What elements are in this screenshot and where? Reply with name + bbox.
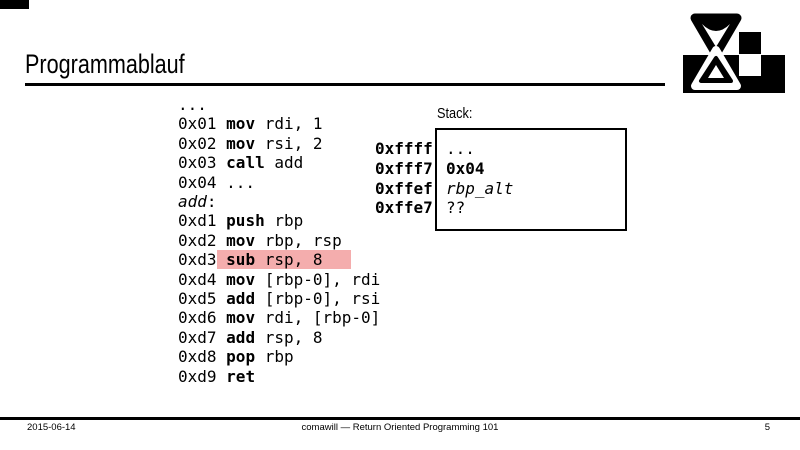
code-token: 0x02 (178, 133, 227, 153)
code-token: [rbp-0], rdi (255, 269, 381, 289)
stack-row: 0xffef rbp_alt (375, 179, 513, 199)
code-token: push (226, 211, 265, 231)
code-token: call (226, 153, 265, 173)
code-token: 0x01 (178, 114, 227, 134)
logo-hourglass (690, 13, 742, 90)
code-token: 0x03 (178, 153, 227, 173)
code-token: ret (226, 366, 256, 386)
code-token: add (178, 192, 207, 212)
code-token: rbp, rsp (255, 230, 342, 250)
title-underline (25, 83, 665, 86)
code-token: 0xd4 (178, 269, 227, 289)
code-line: 0x01 mov rdi, 1 (178, 114, 380, 133)
code-line: 0x02 mov rsi, 2 (178, 134, 380, 153)
code-token: add (264, 153, 304, 173)
code-token: ... (178, 95, 207, 114)
code-line: 0xd8 pop rbp (178, 347, 380, 366)
stack-box (435, 128, 627, 231)
footer-author-title: comawill — Return Oriented Programming 1… (301, 422, 499, 433)
code-token: rdi, 1 (255, 114, 323, 134)
code-line: 0xd5 add [rbp-0], rsi (178, 289, 380, 308)
code-token: 0xd8 (178, 347, 227, 367)
code-line: 0xd6 mov rdi, [rbp-0] (178, 308, 380, 327)
code-line: 0xd3 sub rsp, 8 (178, 250, 380, 270)
footer-date: 2015-06-14 (27, 422, 76, 433)
stack-value: 0x04 (446, 158, 485, 178)
stack-value: ... (446, 139, 475, 158)
code-token: pop (226, 347, 256, 367)
code-line: 0xd1 push rbp (178, 211, 380, 230)
code-token: add (226, 289, 256, 309)
code-token: rsi, 2 (255, 133, 323, 153)
code-token: 0xd6 (178, 308, 227, 328)
code-line: 0x03 call add (178, 153, 380, 172)
code-token: : (206, 192, 217, 212)
code-line: add: (178, 192, 380, 211)
code-token: 0xd9 (178, 366, 227, 386)
code-token: 0xd1 (178, 211, 227, 231)
code-line: ... (178, 95, 380, 114)
code-token: 0xd7 (178, 327, 227, 347)
footer-page-number: 5 (764, 422, 770, 433)
logo-checker-black-square (739, 32, 761, 54)
stack-value: ?? (446, 198, 466, 218)
code-token: rsp, 8 (255, 327, 323, 347)
hourglass-pixel-logo-icon (683, 13, 785, 93)
stack-address: 0xffff (375, 139, 433, 158)
code-token: rbp (264, 211, 304, 231)
code-token: rdi, [rbp-0] (255, 308, 381, 328)
code-token: mov (226, 308, 256, 328)
stack-row: 0xffe7?? (375, 198, 513, 218)
code-token: add (226, 327, 256, 347)
code-line: 0xd2 mov rbp, rsp (178, 231, 380, 250)
stack-address: 0xfff7 (375, 158, 433, 178)
corner-mark (0, 0, 29, 9)
stack-address: 0xffe7 (375, 198, 433, 218)
code-token: mov (226, 230, 256, 250)
code-line: 0xd7 add rsp, 8 (178, 328, 380, 347)
code-token: 0x04 ... (178, 172, 256, 192)
highlighted-token (216, 250, 227, 270)
highlighted-token: rsp, 8 (255, 250, 352, 270)
code-token: 0xd2 (178, 230, 227, 250)
code-line: 0xd4 mov [rbp-0], rdi (178, 270, 380, 289)
highlighted-token: sub (226, 250, 256, 270)
stack-label: Stack: (437, 105, 473, 122)
code-line: 0x04 ... (178, 173, 380, 192)
stack-row: 0xfff7 0x04 (375, 159, 513, 179)
logo-checker-white-square (739, 54, 761, 76)
code-token: mov (226, 133, 256, 153)
slide-title: Programmablauf (25, 49, 185, 79)
code-token: [rbp-0], rsi (255, 289, 381, 309)
code-token: rbp (255, 347, 294, 367)
code-line: 0xd9 ret (178, 367, 380, 386)
code-token: 0xd3 (178, 250, 217, 270)
footer-rule (0, 417, 800, 420)
code-token: mov (226, 114, 256, 134)
stack-row: 0xffff... (375, 139, 513, 159)
stack-value: rbp_alt (446, 178, 514, 198)
code-token: mov (226, 269, 256, 289)
stack-address: 0xffef (375, 178, 433, 198)
code-token: 0xd5 (178, 289, 227, 309)
